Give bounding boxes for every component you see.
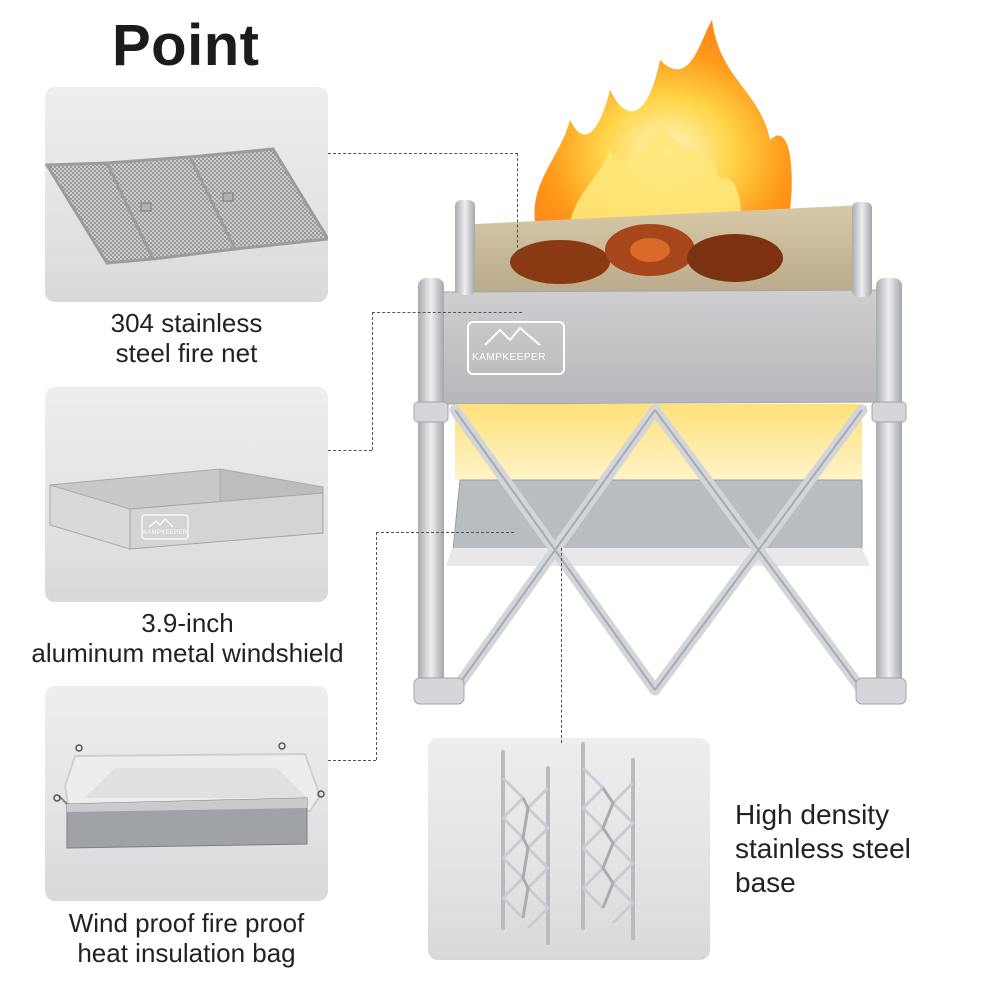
windshield-brand-text: KAMPKEEPER: [143, 530, 188, 536]
insulation-bag-caption: Wind proof fire proof heat insulation ba…: [25, 908, 348, 968]
fire-net-image: [45, 147, 328, 265]
leader-windshield-h1: [328, 450, 372, 451]
insulation-bag-image: [53, 742, 325, 849]
bag-hook-icon: [278, 742, 286, 750]
base-image: [500, 742, 636, 945]
leader-windshield-h2: [372, 312, 522, 313]
windshield-caption-line-2: aluminum metal windshield: [31, 638, 344, 668]
fire-net-caption-line-1: 304 stainless: [110, 308, 263, 338]
bag-hook-icon: [75, 744, 83, 752]
fire-pit-image: [413, 20, 907, 705]
insulation-bag-caption-line-1: Wind proof fire proof: [68, 908, 305, 938]
leader-bag-v: [376, 532, 377, 760]
base-caption: High density stainless steel base: [735, 798, 911, 900]
bag-hook-icon: [53, 794, 61, 802]
base-panel: [428, 738, 710, 960]
fire-net-mesh-right: [187, 147, 328, 251]
leader-bag-h1: [328, 760, 376, 761]
windshield-caption: 3.9-inch aluminum metal windshield: [10, 608, 365, 668]
leader-fire-net-h: [328, 153, 518, 154]
flame-icon: [534, 20, 800, 240]
windshield-logo: [141, 514, 189, 540]
base-caption-line-1: High density: [735, 799, 890, 830]
windshield-image: [49, 468, 324, 550]
leader-base-v: [561, 548, 562, 743]
insulation-bag-caption-line-2: heat insulation bag: [77, 938, 296, 968]
base-caption-line-3: base: [735, 867, 796, 898]
fire-net-caption-line-2: steel fire net: [115, 338, 258, 368]
brand-logo: [467, 321, 565, 375]
windshield-panel: KAMPKEEPER: [45, 387, 328, 602]
bag-hook-icon: [317, 790, 325, 798]
leader-fire-net-v: [517, 153, 518, 253]
logs-icon: [510, 224, 783, 284]
windshield-caption-line-1: 3.9-inch: [141, 608, 234, 638]
leader-windshield-v: [372, 312, 373, 450]
base-caption-line-2: stainless steel: [735, 833, 911, 864]
leader-bag-h2: [376, 532, 514, 533]
insulation-bag-panel: [45, 686, 328, 901]
fire-net-panel: [45, 87, 328, 302]
page-title: Point: [112, 13, 260, 78]
main-brand-text: KAMPKEEPER: [472, 352, 546, 363]
fire-net-caption: 304 stainless steel fire net: [45, 308, 328, 368]
